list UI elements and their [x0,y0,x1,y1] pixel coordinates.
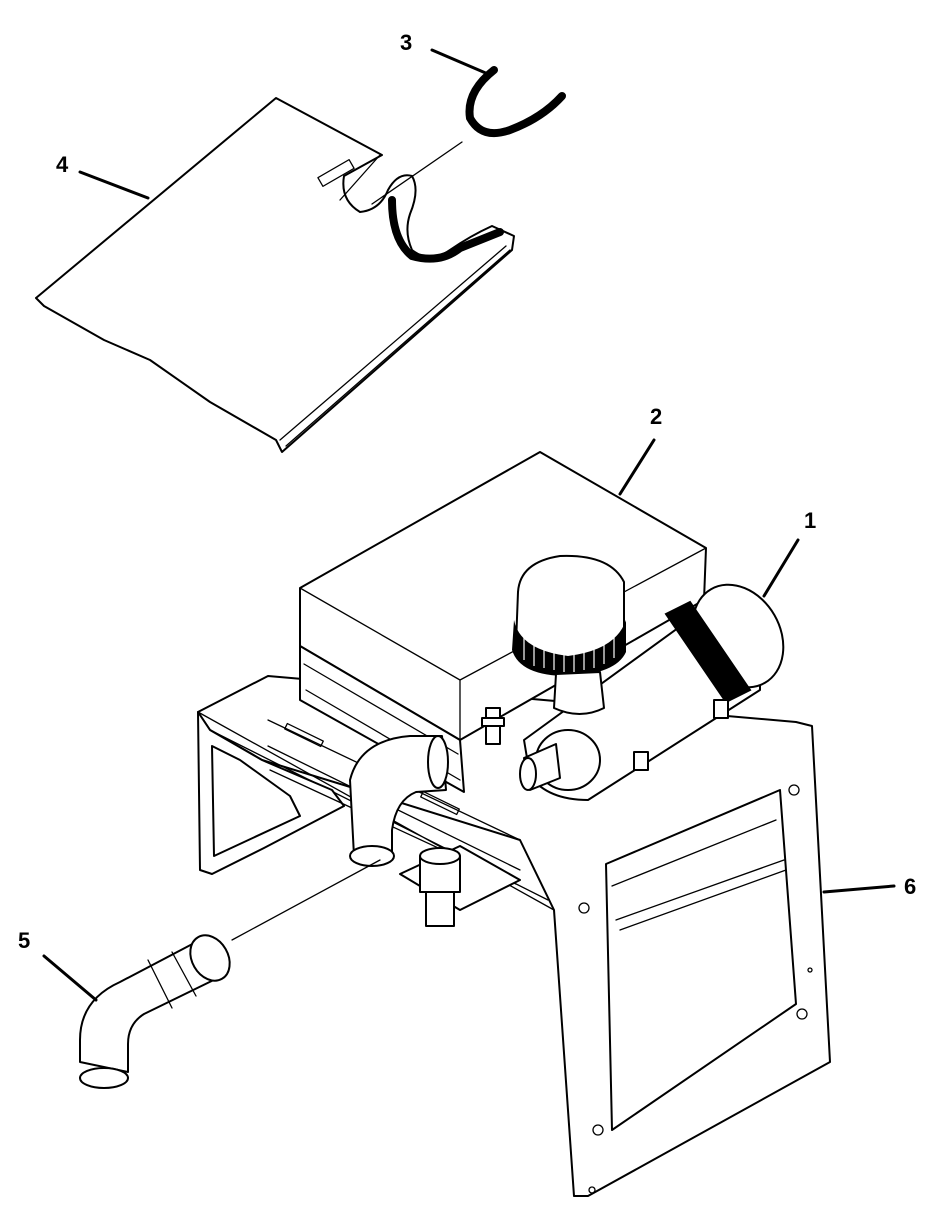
callout-4: 4 [56,152,69,177]
blower-motor [512,554,785,801]
callout-6: 6 [904,874,916,899]
callout-3: 3 [400,30,412,55]
u-clip [371,66,566,263]
elbow-fitting [349,735,449,867]
callout-5: 5 [18,928,30,953]
callout-1: 1 [804,508,816,533]
drain-fitting [399,845,521,927]
elbow-hose [79,859,381,1089]
mounting-bracket [197,675,831,1197]
callout-2: 2 [650,404,662,429]
callout-leaders [42,48,896,1002]
cover-plate [35,97,515,453]
